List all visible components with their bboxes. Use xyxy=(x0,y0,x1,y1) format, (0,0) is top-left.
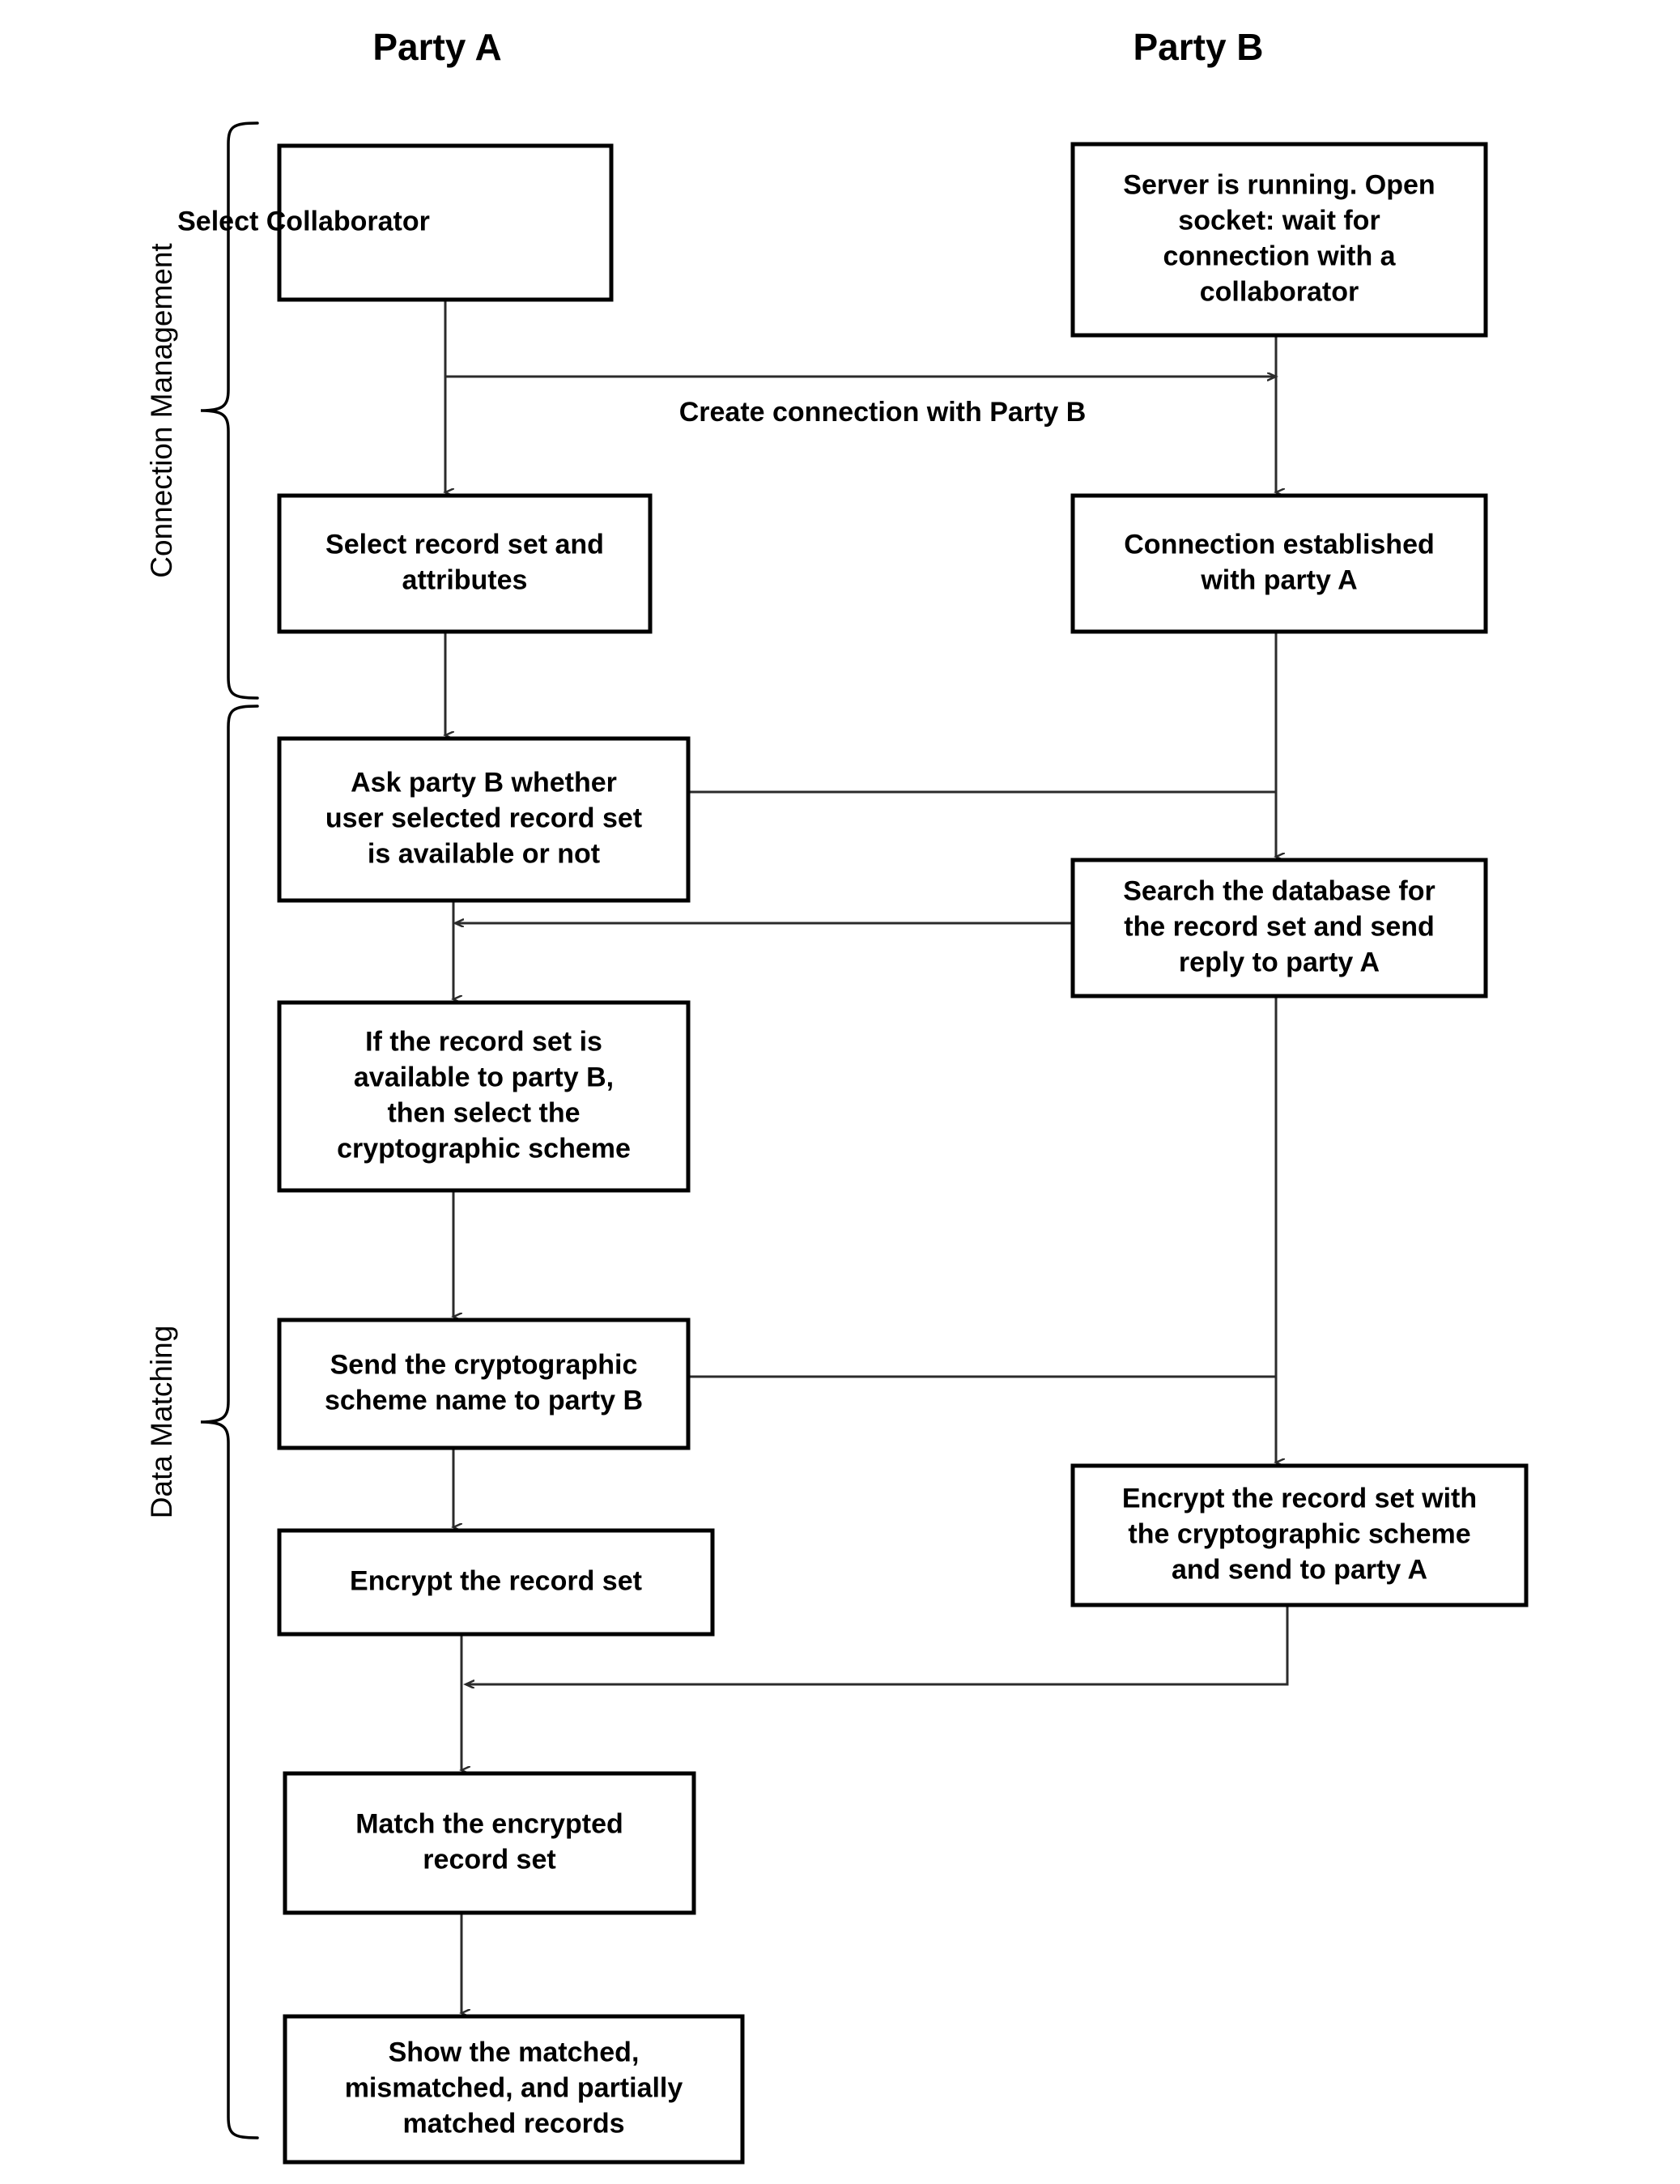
flow-node-connection-established[interactable]: Connection established with party A xyxy=(1070,493,1488,634)
node-label-if-record-set-available: available to party B, xyxy=(354,1062,614,1093)
node-label-server-running: collaborator xyxy=(1200,277,1359,308)
node-label-encrypt-record-set-a: Encrypt the record set xyxy=(350,1566,642,1597)
node-box-encrypt-record-set-b xyxy=(1070,1463,1529,1607)
node-label-show-results: mismatched, and partially xyxy=(345,2073,683,2104)
node-label-match-encrypted: record set xyxy=(423,1845,555,1875)
node-label-select-record-set: Select record set and xyxy=(325,530,604,560)
node-label-server-running: socket: wait for xyxy=(1178,206,1380,236)
flow-node-if-record-set-available[interactable]: If the record set is available to party B… xyxy=(277,1000,691,1193)
node-label-encrypt-record-set-b: and send to party A xyxy=(1172,1555,1427,1586)
node-label-encrypt-record-set-b: Encrypt the record set with xyxy=(1122,1484,1477,1514)
node-label-select-collaborator: Select Collaborator xyxy=(177,206,430,237)
node-label-if-record-set-available: If the record set is xyxy=(365,1027,602,1058)
node-box-if-record-set-available xyxy=(277,1000,691,1193)
node-label-if-record-set-available: then select the xyxy=(387,1098,580,1129)
edge-ask-party-b-to-search-database xyxy=(688,790,1276,857)
group-label-connection-management: Connection Management xyxy=(145,243,178,578)
node-label-match-encrypted: Match the encrypted xyxy=(355,1809,623,1840)
flow-node-select-collaborator[interactable]: Select Collaborator xyxy=(177,143,614,302)
node-label-search-database: the record set and send xyxy=(1124,912,1435,943)
node-box-server-running xyxy=(1070,142,1488,338)
node-box-show-results xyxy=(283,2014,745,2165)
flow-node-server-running[interactable]: Server is running. Open socket: wait for c… xyxy=(1070,142,1488,338)
node-label-ask-party-b: user selected record set xyxy=(325,803,642,834)
column-header-party-a: Party A xyxy=(372,26,501,68)
node-label-search-database: Search the database for xyxy=(1123,876,1435,907)
node-box-match-encrypted xyxy=(283,1771,696,1915)
node-box-encrypt-record-set-a xyxy=(277,1528,715,1637)
flow-node-show-results[interactable]: Show the matched, mismatched, and partial… xyxy=(283,2014,745,2165)
node-label-server-running: connection with a xyxy=(1163,241,1396,272)
edge-encrypt-b-back-to-party-a xyxy=(466,1605,1289,1684)
node-label-connection-established: Connection established xyxy=(1124,530,1435,560)
edge-send-scheme-to-party-b xyxy=(688,1375,1276,1462)
node-box-select-record-set xyxy=(277,493,653,634)
flow-node-match-encrypted[interactable]: Match the encrypted record set xyxy=(283,1771,696,1915)
group-brace-connection-management xyxy=(200,121,259,700)
node-label-ask-party-b: Ask party B whether xyxy=(351,768,617,798)
node-label-ask-party-b: is available or not xyxy=(368,839,600,870)
node-label-send-scheme-name: scheme name to party B xyxy=(325,1386,643,1416)
node-label-show-results: matched records xyxy=(403,2109,625,2139)
node-box-search-database xyxy=(1070,858,1488,998)
node-box-select-collaborator xyxy=(277,143,614,302)
group-label-data-matching: Data Matching xyxy=(145,1326,178,1519)
node-label-connection-established: with party A xyxy=(1200,565,1357,596)
edge-label-create-connection-with-party-b: Create connection with Party B xyxy=(679,397,1087,428)
edges-layer: Create connection with Party B xyxy=(445,300,1289,2013)
node-label-show-results: Show the matched, xyxy=(389,2037,640,2068)
node-label-encrypt-record-set-b: the cryptographic scheme xyxy=(1128,1519,1470,1550)
group-brace-data-matching xyxy=(200,705,259,2139)
flow-node-ask-party-b[interactable]: Ask party B whether user selected record … xyxy=(277,736,691,903)
node-label-send-scheme-name: Send the cryptographic xyxy=(330,1350,638,1381)
node-box-send-scheme-name xyxy=(277,1318,691,1450)
node-label-select-record-set: attributes xyxy=(402,565,528,596)
flow-node-select-record-set[interactable]: Select record set and attributes xyxy=(277,493,653,634)
column-header-party-b: Party B xyxy=(1133,26,1263,68)
node-label-if-record-set-available: cryptographic scheme xyxy=(337,1134,631,1164)
flow-node-search-database[interactable]: Search the database for the record set an… xyxy=(1070,858,1488,998)
node-label-search-database: reply to party A xyxy=(1179,947,1380,978)
flow-node-send-scheme-name[interactable]: Send the cryptographic scheme name to par… xyxy=(277,1318,691,1450)
node-box-ask-party-b xyxy=(277,736,691,903)
flow-node-encrypt-record-set-a[interactable]: Encrypt the record set xyxy=(277,1528,715,1637)
node-label-server-running: Server is running. Open xyxy=(1123,170,1435,201)
flow-node-encrypt-record-set-b[interactable]: Encrypt the record set with the cryptogra… xyxy=(1070,1463,1529,1607)
column-headers: Party A Party B xyxy=(372,26,1263,68)
node-box-connection-established xyxy=(1070,493,1488,634)
nodes-layer: Select Collaborator Server is running. Op… xyxy=(177,142,1529,2165)
